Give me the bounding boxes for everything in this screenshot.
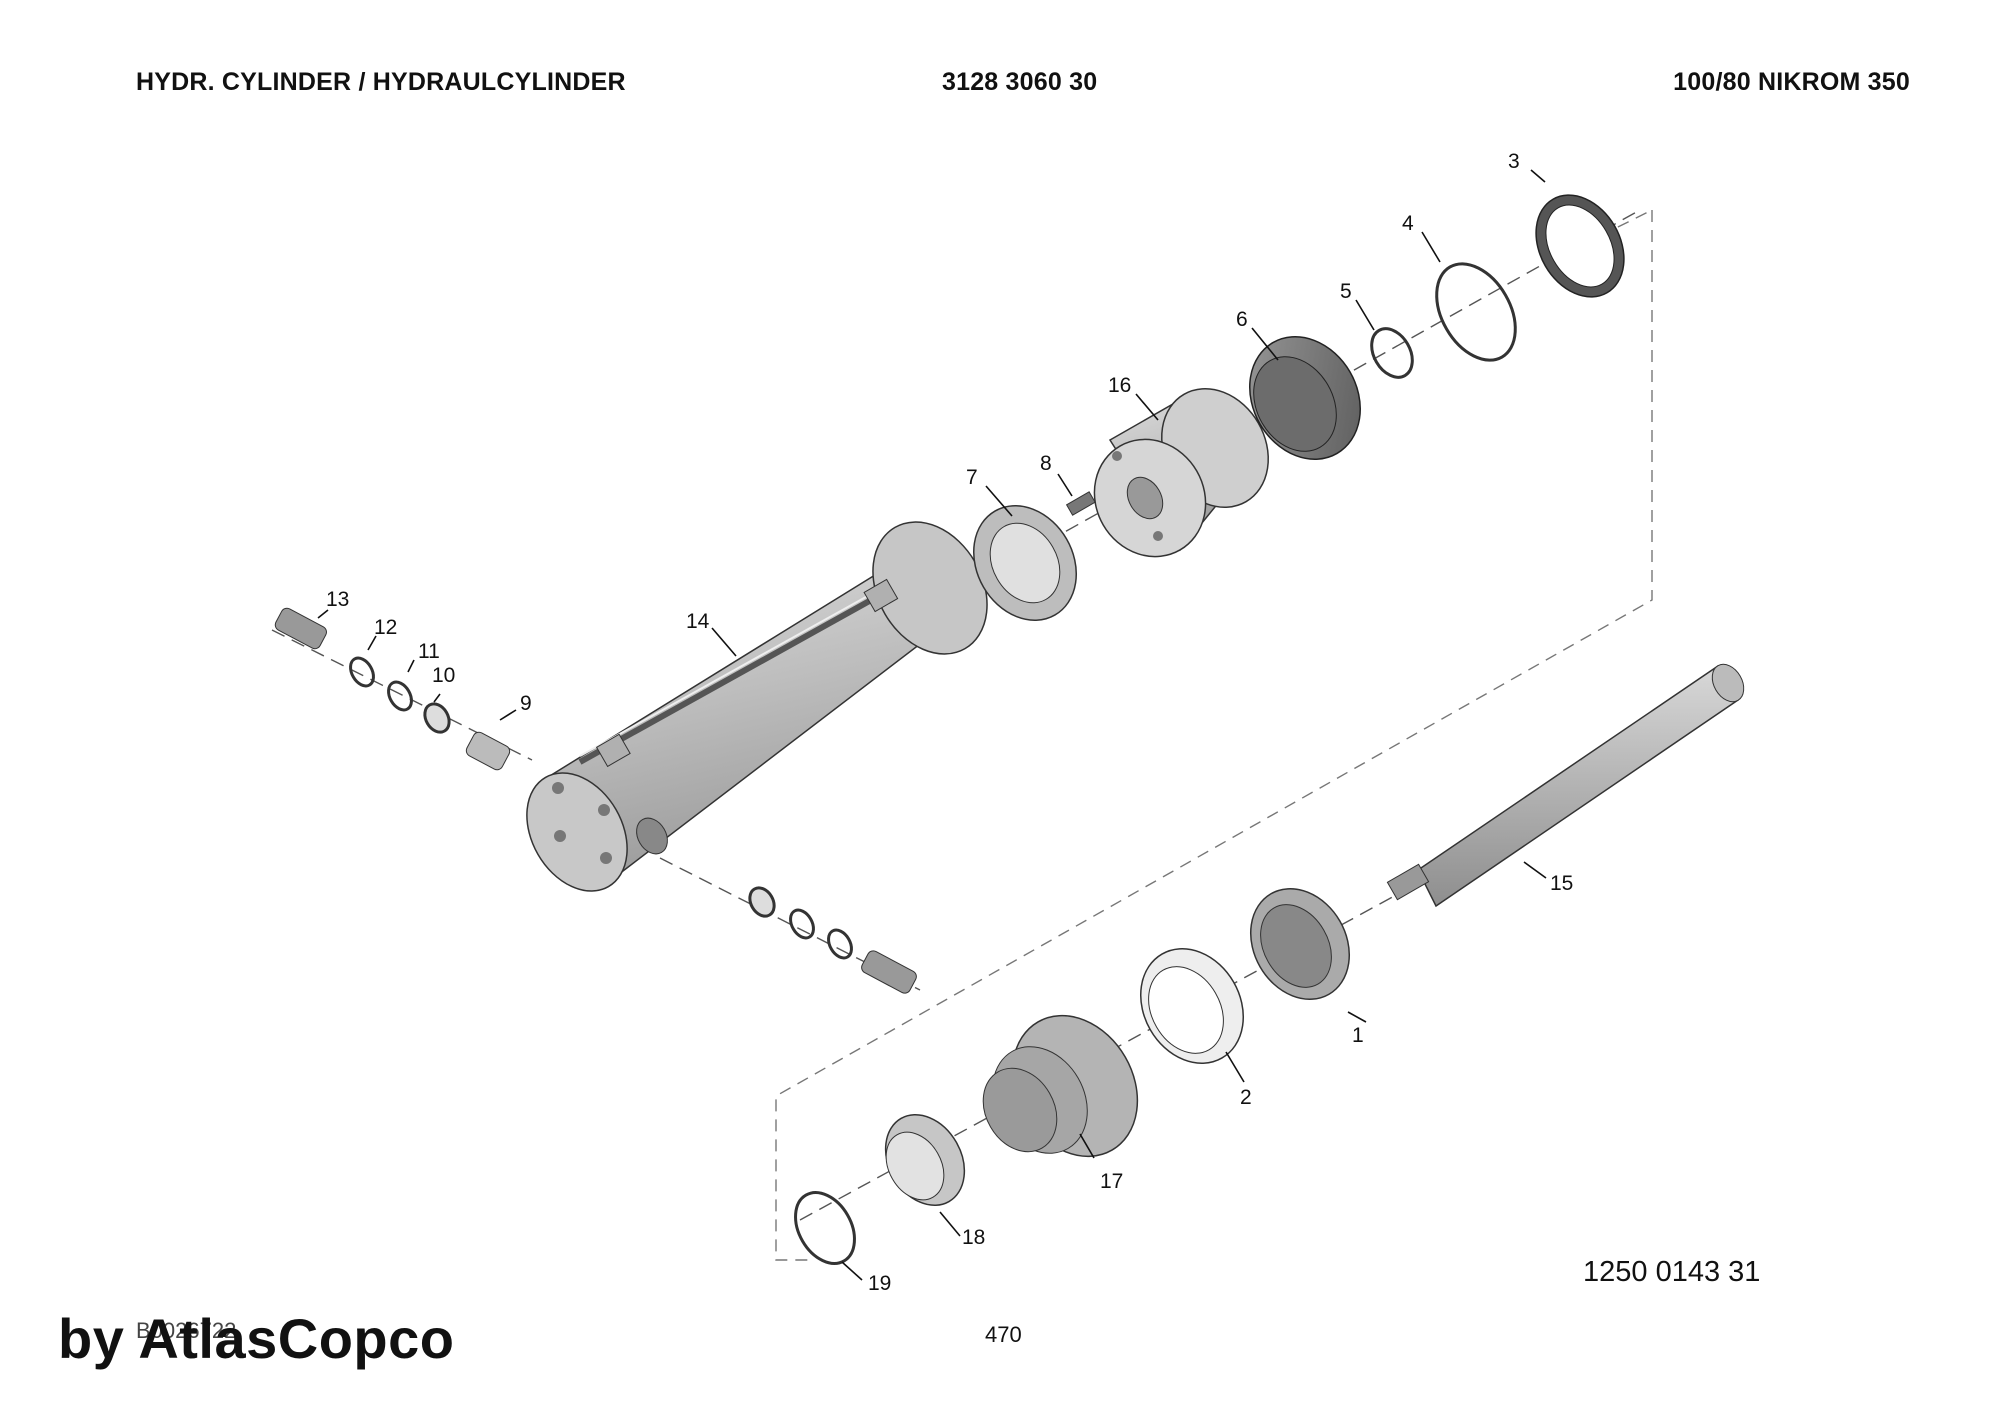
callout-19: 19 — [868, 1272, 891, 1295]
callout-7: 7 — [966, 466, 978, 489]
callout-11: 11 — [418, 640, 440, 663]
page-title: HYDR. CYLINDER / HYDRAULCYLINDER — [136, 68, 626, 96]
callout-10: 10 — [432, 664, 455, 687]
backup-ring-lower — [748, 886, 776, 918]
rod-seal-1 — [1249, 888, 1351, 1000]
part-number: 3128 3060 30 — [942, 68, 1098, 96]
bushing-18 — [884, 1113, 966, 1207]
o-ring-19 — [794, 1191, 856, 1265]
drawing-number: 1250 0143 31 — [1583, 1256, 1761, 1288]
callout-8: 8 — [1040, 452, 1052, 475]
assembly-frame-line — [775, 210, 1653, 1261]
valve-13 — [274, 607, 327, 650]
callout-2: 2 — [1240, 1086, 1252, 1109]
set-screw-8 — [1065, 491, 1096, 516]
callout-3: 3 — [1508, 150, 1520, 173]
callout-18: 18 — [962, 1226, 985, 1249]
callout-9: 9 — [520, 692, 532, 715]
cylinder-tube — [526, 521, 988, 892]
page-number: 470 — [985, 1322, 1022, 1347]
leader-lines — [317, 169, 1547, 1281]
wear-ring-3 — [1535, 194, 1625, 298]
callout-5: 5 — [1340, 280, 1352, 303]
o-ring-5 — [1370, 327, 1414, 379]
model-label: 100/80 NIKROM 350 — [1673, 68, 1910, 96]
callout-17: 17 — [1100, 1170, 1123, 1193]
piston-rod-15 — [1386, 663, 1745, 908]
valve-lower — [861, 950, 917, 994]
piston-16 — [1093, 388, 1270, 558]
watermark: by AtlasCopco — [58, 1307, 455, 1370]
callout-4: 4 — [1402, 212, 1414, 235]
callout-14: 14 — [686, 610, 710, 633]
cylinder-head-17 — [982, 1014, 1139, 1158]
callout-13: 13 — [326, 588, 349, 611]
backup-ring-10 — [423, 702, 451, 734]
o-ring-12 — [349, 656, 375, 688]
guide-ring-2 — [1139, 948, 1245, 1064]
callout-12: 12 — [374, 616, 397, 639]
o-ring-lower-1 — [789, 908, 815, 940]
o-ring-lower-2 — [827, 928, 853, 960]
reference-code: B0026722 — [136, 1318, 237, 1343]
piston-seal-6 — [1249, 336, 1361, 460]
valve-insert-9 — [465, 731, 511, 771]
o-ring-4 — [1435, 262, 1517, 362]
o-ring-11 — [387, 680, 413, 712]
callout-1: 1 — [1352, 1024, 1364, 1047]
callout-15: 15 — [1550, 872, 1573, 895]
bushing-7 — [972, 505, 1078, 621]
callout-6: 6 — [1236, 308, 1248, 331]
callout-16: 16 — [1108, 374, 1131, 397]
